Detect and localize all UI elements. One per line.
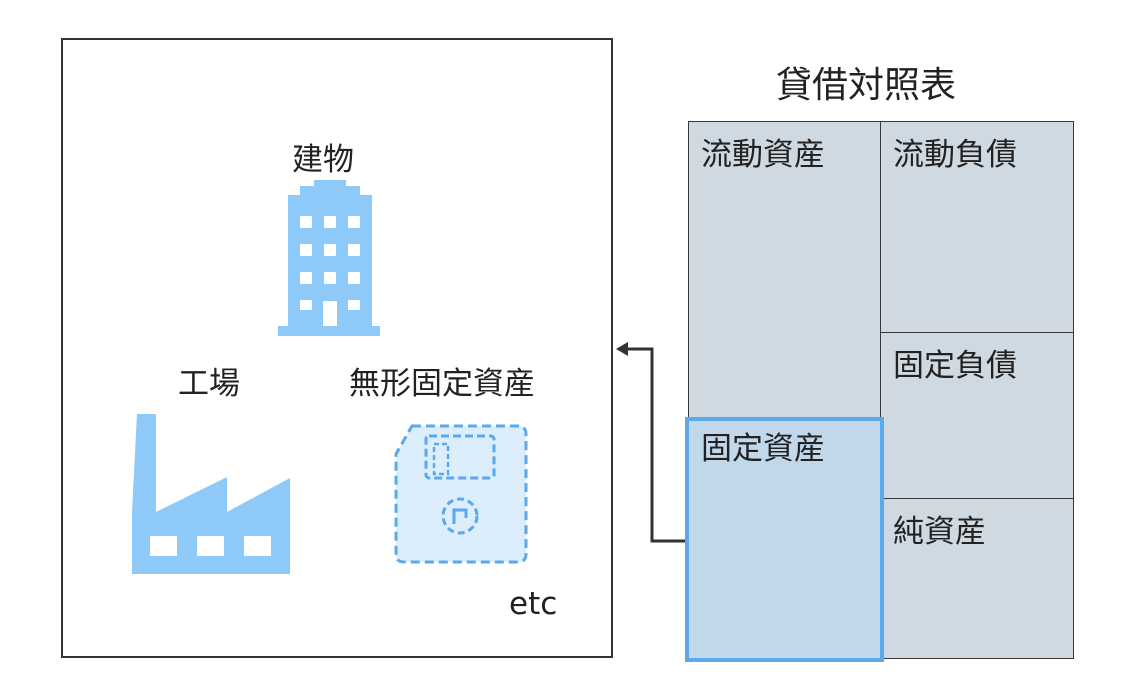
- balance-sheet-title: 貸借対照表: [776, 65, 957, 106]
- current-assets-label: 流動資産: [701, 137, 825, 173]
- building-label: 建物: [292, 142, 354, 178]
- net-assets-label: 純資産: [893, 514, 986, 550]
- factory-icon: [132, 414, 290, 574]
- net-assets-cell: 純資産: [880, 498, 1074, 659]
- current-assets-cell: 流動資産: [688, 121, 882, 419]
- etc-label: etc: [509, 586, 558, 622]
- building-icon: [278, 180, 380, 336]
- current-liabilities-cell: 流動負債: [880, 121, 1074, 334]
- current-liabilities-label: 流動負債: [893, 137, 1017, 173]
- fixed-assets-cell: 固定資産: [685, 417, 884, 662]
- fixed-assets-label: 固定資産: [701, 431, 825, 467]
- intangible-asset-icon: [394, 424, 528, 564]
- fixed-liabilities-label: 固定負債: [893, 348, 1017, 384]
- arrow-icon: [616, 342, 688, 543]
- intangible-assets-label: 無形固定資産: [349, 366, 535, 402]
- fixed-liabilities-cell: 固定負債: [880, 332, 1074, 500]
- factory-label: 工場: [178, 366, 240, 402]
